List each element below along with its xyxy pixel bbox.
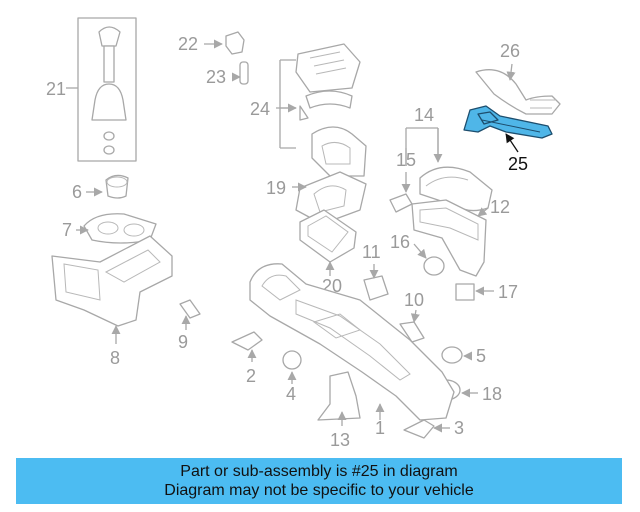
- callout-4: 4: [286, 384, 296, 404]
- part-20-tray: [299, 209, 357, 276]
- part-2-clip: [231, 331, 263, 362]
- callout-5: 5: [476, 346, 486, 366]
- part-1-console: [249, 263, 455, 421]
- callout-7: 7: [62, 220, 72, 240]
- part-16-cup-holder: [413, 243, 445, 276]
- callout-23: 23: [206, 67, 226, 87]
- part-10-bracket: [399, 309, 425, 343]
- parts-diagram: 21 22 23 24 19 20: [46, 17, 561, 450]
- part-14-armrest-lid: [405, 127, 493, 212]
- callout-11: 11: [362, 242, 381, 262]
- callout-26: 26: [500, 41, 520, 61]
- callout-9: 9: [178, 332, 188, 352]
- part-6-cup: [86, 174, 129, 199]
- callout-18: 18: [482, 384, 502, 404]
- part-19-boot-frame: [292, 171, 367, 225]
- callout-22: 22: [178, 34, 198, 54]
- part-21-shift-boot: [66, 17, 137, 162]
- callout-25: 25: [508, 154, 528, 174]
- part-22-knob-button: [204, 31, 245, 55]
- part-25-parking-brake-lever: [463, 105, 553, 153]
- part-3-trim: [403, 419, 450, 439]
- part-9-fastener: [179, 299, 201, 330]
- callout-19: 19: [266, 178, 286, 198]
- callout-14: 14: [414, 105, 434, 125]
- part-26-lever-cover: [475, 63, 561, 115]
- callout-10: 10: [404, 290, 424, 310]
- part-4-knob: [282, 350, 302, 384]
- part-8-front-panel: [51, 235, 173, 344]
- part-13-bracket: [317, 371, 361, 426]
- part-24-shift-indicator: [276, 43, 367, 177]
- callout-2: 2: [246, 366, 256, 386]
- banner-line-2: Diagram may not be specific to your vehi…: [164, 482, 474, 499]
- part-23-pin: [231, 61, 249, 85]
- part-15-clip: [389, 172, 413, 213]
- callout-17: 17: [498, 282, 518, 302]
- callout-13: 13: [330, 430, 350, 450]
- part-12-armrest-base: [411, 199, 489, 277]
- callout-16: 16: [390, 232, 410, 252]
- callout-24: 24: [250, 99, 270, 119]
- callout-21: 21: [46, 79, 66, 99]
- callout-6: 6: [72, 182, 82, 202]
- callout-8: 8: [110, 348, 120, 368]
- part-5-cap: [441, 346, 473, 364]
- part-7-cup-tray: [76, 213, 157, 244]
- banner-line-1: Part or sub-assembly is #25 in diagram: [180, 463, 458, 480]
- part-17-clip: [455, 283, 494, 301]
- callout-3: 3: [454, 418, 464, 438]
- part-11-switch: [363, 264, 389, 301]
- callout-15: 15: [396, 150, 416, 170]
- callout-1: 1: [375, 418, 385, 438]
- callout-12: 12: [490, 197, 510, 217]
- info-banner: Part or sub-assembly is #25 in diagram D…: [16, 458, 622, 504]
